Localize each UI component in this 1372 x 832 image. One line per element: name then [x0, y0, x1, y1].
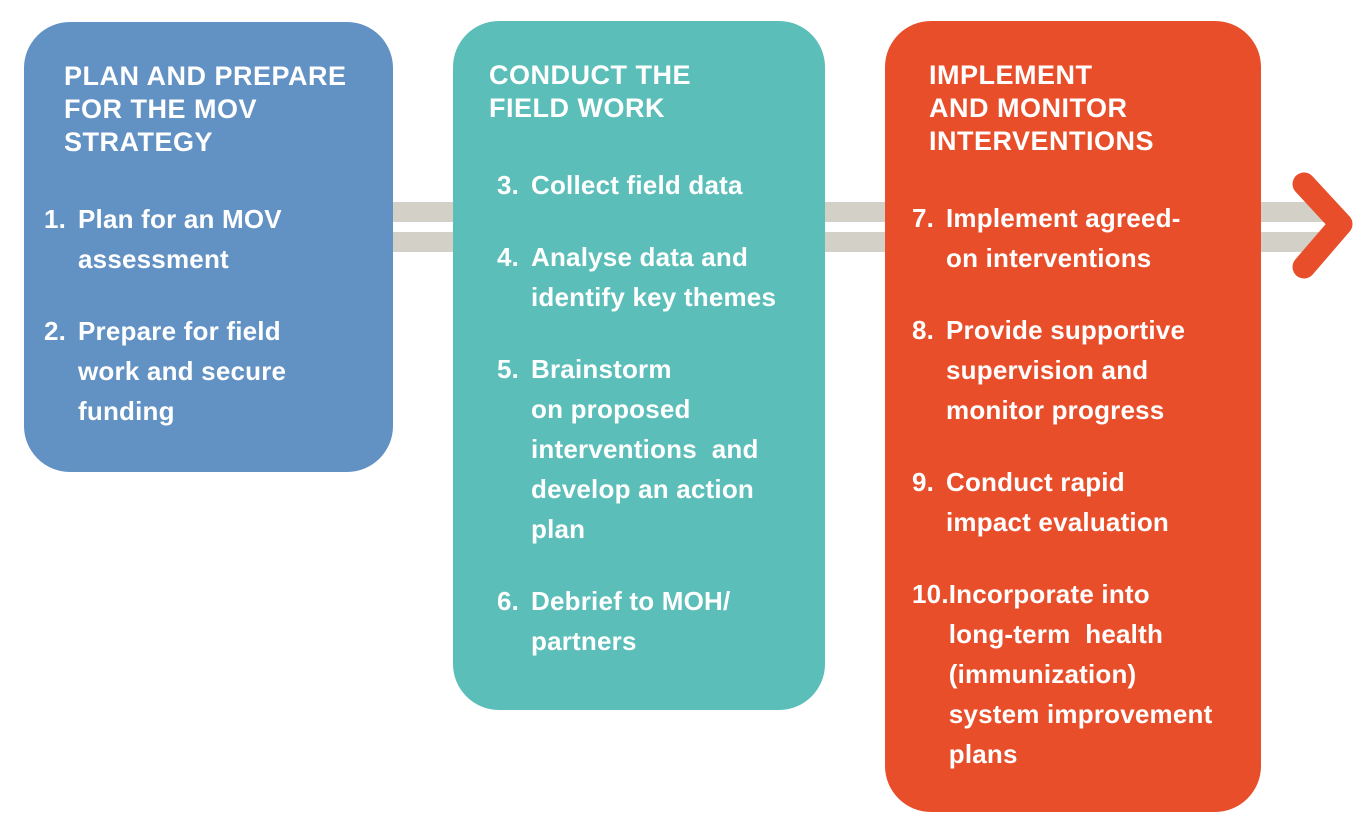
- phase-title: CONDUCT THE FIELD WORK: [453, 59, 825, 125]
- step-line: on proposed: [531, 394, 691, 424]
- phase-box-conduct-field-work: CONDUCT THE FIELD WORK 3. Collect field …: [453, 21, 825, 710]
- step-line: identify key themes: [531, 282, 777, 312]
- step-line: Plan for an MOV: [78, 204, 282, 234]
- step-item-8: 8. Provide supportive supervision and mo…: [912, 310, 1261, 430]
- step-line: system improvement: [948, 699, 1213, 729]
- step-list: 1. Plan for an MOV assessment 2. Prepare…: [24, 199, 393, 431]
- step-line: develop an action: [531, 474, 755, 504]
- phase-title: PLAN AND PREPARE FOR THE MOV STRATEGY: [24, 60, 393, 159]
- step-number: 3.: [497, 170, 520, 200]
- step-line: assessment: [78, 244, 229, 274]
- step-number: 6.: [497, 586, 520, 616]
- step-number: 1.: [44, 204, 67, 234]
- step-item-9: 9. Conduct rapid impact evaluation: [912, 462, 1261, 542]
- step-line: interventions and: [531, 434, 759, 464]
- step-line: (immunization): [948, 659, 1137, 689]
- step-item-4: 4. Analyse data and identify key themes: [497, 237, 825, 317]
- step-text: Debrief to MOH/ partners: [531, 581, 730, 661]
- chevron-right-icon: [1292, 172, 1353, 279]
- step-line: Debrief to MOH/: [531, 586, 731, 616]
- step-number: 8.: [912, 315, 935, 345]
- step-line: on interventions: [946, 243, 1152, 273]
- step-line: supervision and: [946, 355, 1149, 385]
- step-item-5: 5. Brainstorm on proposed interventions …: [497, 349, 825, 549]
- phase-title-line: STRATEGY: [64, 127, 214, 157]
- step-item-1: 1. Plan for an MOV assessment: [44, 199, 393, 279]
- step-line: Analyse data and: [531, 242, 749, 272]
- phase-title-line: FOR THE MOV: [64, 94, 257, 124]
- step-line: Collect field data: [531, 170, 743, 200]
- step-list: 7. Implement agreed- on interventions 8.…: [885, 198, 1261, 774]
- step-item-2: 2. Prepare for field work and secure fun…: [44, 311, 393, 431]
- step-text: Prepare for field work and secure fundin…: [78, 311, 286, 431]
- phase-title-line: AND MONITOR: [929, 93, 1128, 123]
- step-line: plans: [948, 739, 1018, 769]
- step-text: Incorporate into long-term health (immun…: [949, 574, 1213, 774]
- step-line: Provide supportive: [946, 315, 1186, 345]
- step-line: impact evaluation: [946, 507, 1170, 537]
- phase-title-line: INTERVENTIONS: [929, 126, 1155, 156]
- step-text: Plan for an MOV assessment: [78, 199, 282, 279]
- step-line: funding: [78, 396, 175, 426]
- step-text: Implement agreed- on interventions: [946, 198, 1181, 278]
- step-line: Prepare for field: [78, 316, 281, 346]
- step-text: Provide supportive supervision and monit…: [946, 310, 1185, 430]
- step-number: 9.: [912, 467, 935, 497]
- step-item-3: 3. Collect field data: [497, 165, 825, 205]
- step-number: 5.: [497, 354, 520, 384]
- step-line: Incorporate into: [948, 579, 1150, 609]
- step-item-6: 6. Debrief to MOH/ partners: [497, 581, 825, 661]
- phase-title-line: IMPLEMENT: [929, 60, 1093, 90]
- step-text: Conduct rapid impact evaluation: [946, 462, 1169, 542]
- phase-box-plan-and-prepare: PLAN AND PREPARE FOR THE MOV STRATEGY 1.…: [24, 22, 393, 472]
- step-line: work and secure: [78, 356, 287, 386]
- step-list: 3. Collect field data 4. Analyse data an…: [453, 165, 825, 661]
- step-text: Analyse data and identify key themes: [531, 237, 776, 317]
- step-item-10: 10. Incorporate into long-term health (i…: [912, 574, 1261, 774]
- phase-box-implement-and-monitor: IMPLEMENT AND MONITOR INTERVENTIONS 7. I…: [885, 21, 1261, 812]
- step-line: Brainstorm: [531, 354, 672, 384]
- phase-title: IMPLEMENT AND MONITOR INTERVENTIONS: [885, 59, 1261, 158]
- step-line: monitor progress: [946, 395, 1165, 425]
- step-line: long-term health: [948, 619, 1164, 649]
- step-number: 4.: [497, 242, 520, 272]
- step-line: Conduct rapid: [946, 467, 1125, 497]
- step-line: Implement agreed-: [946, 203, 1181, 233]
- step-item-7: 7. Implement agreed- on interventions: [912, 198, 1261, 278]
- phase-title-line: CONDUCT THE: [489, 60, 691, 90]
- step-text: Brainstorm on proposed interventions and…: [531, 349, 759, 549]
- step-number: 2.: [44, 316, 67, 346]
- step-text: Collect field data: [531, 165, 743, 205]
- step-number: 7.: [912, 203, 935, 233]
- step-number: 10.: [912, 579, 949, 609]
- phase-title-line: FIELD WORK: [489, 93, 665, 123]
- phase-title-line: PLAN AND PREPARE: [64, 61, 347, 91]
- step-line: partners: [531, 626, 637, 656]
- step-line: plan: [531, 514, 586, 544]
